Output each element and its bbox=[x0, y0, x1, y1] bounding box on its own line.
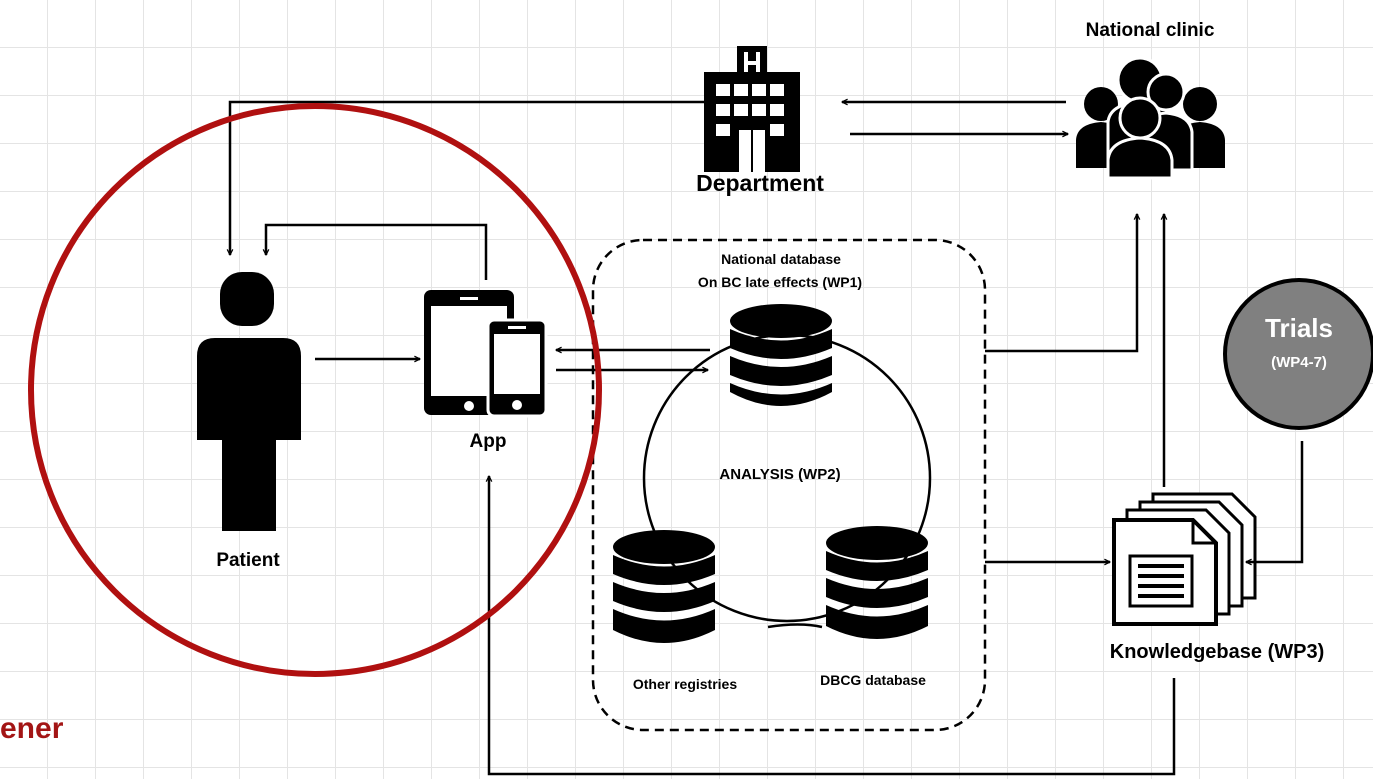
patient-label: Patient bbox=[216, 550, 280, 571]
app-label: App bbox=[469, 431, 507, 452]
trials-sublabel: (WP4-7) bbox=[1271, 354, 1327, 371]
devices-icon bbox=[424, 290, 548, 418]
arrow-knowledgebase-to-app bbox=[489, 476, 1176, 776]
person-icon bbox=[197, 272, 301, 531]
national-database-label-line2: On BC late effects (WP1) bbox=[697, 274, 863, 290]
documents-icon bbox=[1112, 492, 1257, 626]
arrow-cluster-to-clinic bbox=[985, 214, 1137, 353]
database-icon bbox=[730, 304, 832, 406]
analysis-label: ANALYSIS (WP2) bbox=[719, 466, 841, 483]
database-icon bbox=[613, 530, 715, 643]
other-registries-label: Other registries bbox=[632, 676, 738, 692]
database-icon bbox=[826, 526, 928, 639]
arrow-app-to-patient bbox=[266, 223, 488, 280]
hospital-icon bbox=[704, 46, 800, 172]
highlight-circle bbox=[28, 103, 602, 677]
arrow-trials-to-knowledgebase bbox=[1246, 441, 1304, 562]
partial-heading-text: ener bbox=[0, 712, 64, 745]
link-registries-dbcg bbox=[767, 623, 823, 629]
knowledgebase-label: Knowledgebase (WP3) bbox=[1109, 641, 1325, 663]
group-icon bbox=[1076, 56, 1225, 180]
national-database-label-line1: National database bbox=[721, 251, 841, 267]
trials-label: Trials bbox=[1265, 313, 1333, 343]
dbcg-database-label: DBCG database bbox=[820, 672, 926, 688]
department-label: Department bbox=[696, 170, 824, 196]
national-clinic-label: National clinic bbox=[1085, 20, 1215, 41]
trials-circle bbox=[1223, 278, 1373, 430]
arrow-department-to-patient bbox=[230, 100, 704, 255]
